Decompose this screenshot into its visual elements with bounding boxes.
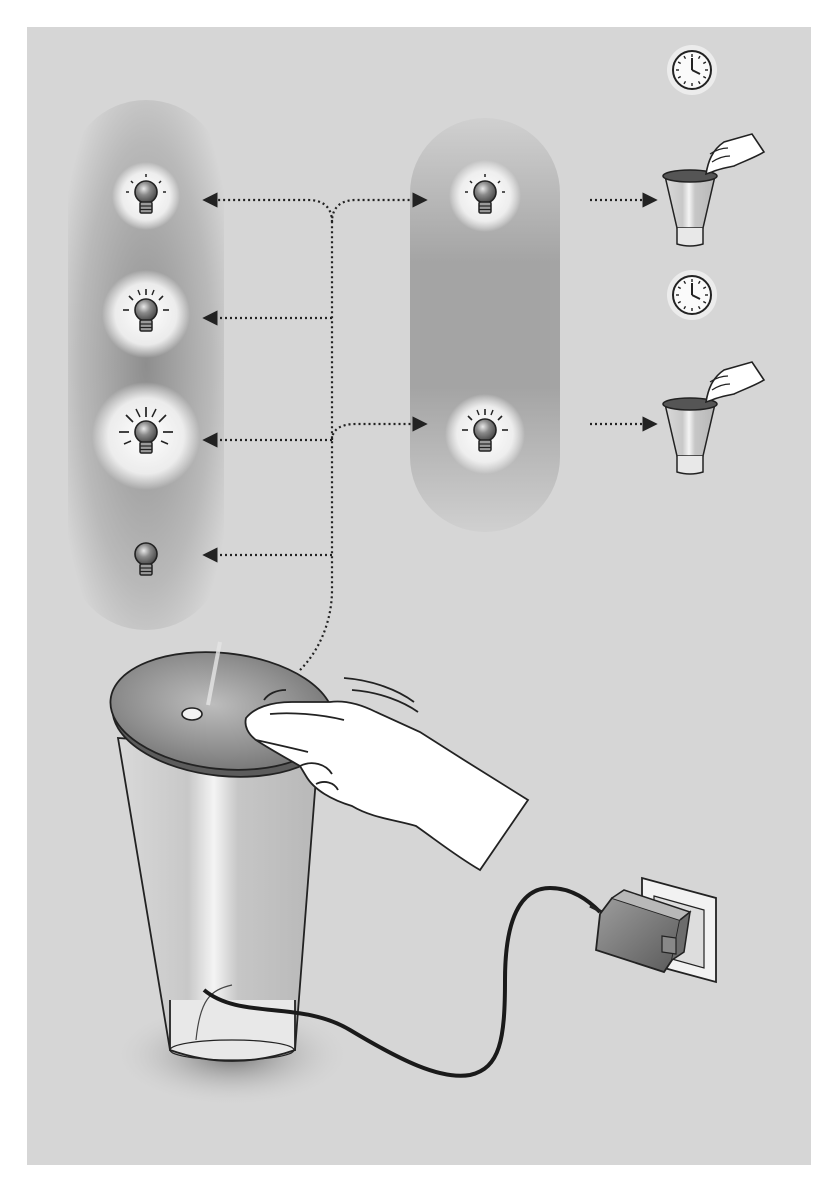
bulb-medium-glow-icon bbox=[102, 270, 190, 358]
bulb-timer-long-icon bbox=[445, 394, 525, 474]
clock-icon bbox=[667, 45, 717, 95]
clock-icon bbox=[667, 270, 717, 320]
bulb-timer-short-icon bbox=[449, 160, 521, 232]
bulb-low-glow-icon bbox=[112, 162, 180, 230]
bulb-high-glow-icon bbox=[92, 382, 200, 490]
